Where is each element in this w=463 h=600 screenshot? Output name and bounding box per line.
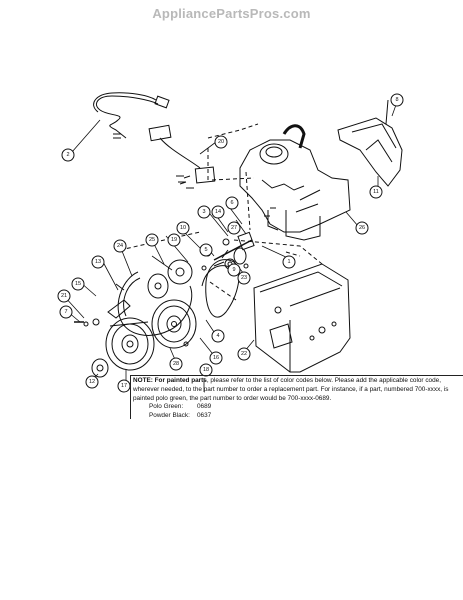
callout-8: 8 [390, 93, 404, 107]
svg-text:12: 12 [89, 379, 95, 385]
callout-15: 15 [71, 277, 85, 291]
svg-text:25: 25 [149, 237, 155, 243]
color-code: 0637 [197, 412, 212, 420]
callout-19: 19 [167, 233, 181, 247]
svg-text:15: 15 [75, 281, 81, 287]
large-pulley-left [105, 317, 155, 371]
callout-9: 9 [227, 263, 241, 277]
callout-2: 2 [61, 148, 75, 162]
callout-4: 4 [211, 329, 225, 343]
svg-text:14: 14 [215, 209, 221, 215]
svg-text:7: 7 [64, 309, 67, 315]
callout-5: 5 [199, 243, 213, 257]
svg-text:28: 28 [173, 361, 179, 367]
assembly-guide-lines [119, 123, 323, 301]
callout-11: 11 [369, 185, 383, 199]
starter-switch-box [148, 124, 216, 189]
svg-text:4: 4 [216, 333, 219, 339]
note-body: , please refer to the list of color code… [133, 377, 449, 402]
callout-26: 26 [355, 221, 369, 235]
svg-text:8: 8 [395, 97, 398, 103]
auger-belt [117, 271, 193, 336]
svg-text:18: 18 [203, 367, 209, 373]
svg-text:1: 1 [287, 259, 290, 265]
note-label: NOTE: For painted parts [133, 377, 207, 384]
painted-parts-note: NOTE: For painted parts, please refer to… [130, 375, 463, 421]
color-row-powder-black: Powder Black: 0637 [149, 412, 463, 421]
callout-27: 27 [227, 221, 241, 235]
callout-24: 24 [113, 239, 127, 253]
callout-21: 21 [57, 289, 71, 303]
svg-text:19: 19 [171, 237, 177, 243]
svg-text:24: 24 [117, 243, 123, 249]
color-code: 0689 [197, 403, 212, 411]
engine-pulley [147, 259, 193, 299]
hardware-washers [74, 175, 276, 378]
callout-22: 22 [237, 347, 251, 361]
brake-bracket [107, 283, 131, 319]
callout-12: 12 [85, 375, 99, 389]
callout-7: 7 [59, 305, 73, 319]
svg-text:20: 20 [218, 139, 224, 145]
svg-text:26: 26 [359, 225, 365, 231]
site-watermark: AppliancePartsPros.com [152, 6, 311, 21]
svg-text:16: 16 [213, 355, 219, 361]
callout-6: 6 [225, 196, 239, 210]
callout-bubbles: 2 20 8 11 26 3 10 6 14 27 1 24 25 19 9 2… [57, 93, 404, 393]
color-name: Powder Black: [149, 412, 190, 420]
svg-text:13: 13 [95, 259, 101, 265]
note-top-rule [130, 375, 463, 376]
svg-text:5: 5 [204, 247, 207, 253]
callout-10: 10 [176, 221, 190, 235]
frame-housing [253, 263, 351, 373]
callout-14: 14 [211, 205, 225, 219]
note-left-rule [130, 375, 131, 419]
callout-23: 23 [237, 271, 251, 285]
callout-13: 13 [91, 255, 105, 269]
svg-text:11: 11 [373, 189, 379, 195]
callout-18: 18 [199, 363, 213, 377]
svg-text:6: 6 [230, 200, 233, 206]
svg-text:23: 23 [241, 275, 247, 281]
callout-25: 25 [145, 233, 159, 247]
callout-3: 3 [197, 205, 211, 219]
color-code-list: Polo Green: 0689 Powder Black: 0637 [133, 403, 463, 421]
large-pulley-right [151, 299, 197, 349]
power-cord [93, 92, 170, 139]
svg-text:22: 22 [241, 351, 247, 357]
callout-28: 28 [169, 357, 183, 371]
svg-text:21: 21 [61, 293, 67, 299]
svg-text:2: 2 [66, 152, 69, 158]
callout-16: 16 [209, 351, 223, 365]
engine [239, 124, 351, 241]
callout-1: 1 [282, 255, 296, 269]
color-name: Polo Green: [149, 403, 184, 411]
svg-text:9: 9 [232, 267, 235, 273]
svg-text:17: 17 [121, 383, 127, 389]
belt-cover [337, 99, 403, 187]
svg-text:3: 3 [202, 209, 205, 215]
svg-text:27: 27 [231, 225, 237, 231]
color-row-polo-green: Polo Green: 0689 [149, 403, 463, 412]
callout-20: 20 [214, 135, 228, 149]
callout-17: 17 [117, 379, 131, 393]
svg-text:10: 10 [180, 225, 186, 231]
